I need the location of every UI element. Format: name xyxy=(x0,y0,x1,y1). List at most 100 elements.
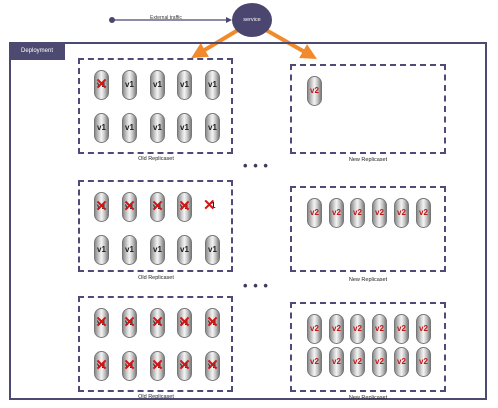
pod: v2 xyxy=(329,314,344,344)
external-traffic-label: External traffic xyxy=(150,15,182,21)
pod: v2 xyxy=(307,347,322,377)
pod-version-label: v2 xyxy=(397,357,406,366)
pod-version-label: v2 xyxy=(419,208,428,217)
pod: v2 xyxy=(307,198,322,228)
pod: v1 xyxy=(150,70,165,100)
pod: v2 xyxy=(416,347,431,377)
pod: v1 xyxy=(122,70,137,100)
pod-version-label: v2 xyxy=(375,357,384,366)
pod-version-label: v1 xyxy=(180,245,189,254)
pod-version-label: v1 xyxy=(97,361,106,370)
terminating-pod: v1✕ xyxy=(177,351,192,381)
pod-version-label: v1 xyxy=(125,202,134,211)
new-replicaset-caption: New Replicaset xyxy=(348,277,388,283)
pod: v1 xyxy=(122,235,137,265)
terminated-mark-icon: ✕ xyxy=(95,76,108,93)
terminated-mark-icon: ✕ xyxy=(151,198,164,215)
pod-version-label: v1 xyxy=(180,123,189,132)
pod-version-label: v2 xyxy=(375,324,384,333)
pod: v2 xyxy=(372,314,387,344)
pod-version-label: v2 xyxy=(332,357,341,366)
pod-version-label: v1 xyxy=(125,361,134,370)
pod: v1 xyxy=(122,113,137,143)
pod-version-label: v2 xyxy=(353,357,362,366)
pod: v2 xyxy=(307,76,322,106)
pod-version-label: v2 xyxy=(332,324,341,333)
pod: v1 xyxy=(94,113,109,143)
pod-version-label: v1 xyxy=(97,245,106,254)
terminating-pod: v1✕ xyxy=(150,308,165,338)
pod-version-label: v1 xyxy=(208,245,217,254)
pod: v2 xyxy=(350,347,365,377)
pod-version-label: 1 xyxy=(211,201,216,210)
pod: v2 xyxy=(394,314,409,344)
terminated-mark-icon: ✕ xyxy=(178,314,191,331)
old-replicaset-box xyxy=(78,58,233,154)
new-replicaset-caption: New Replicaset xyxy=(348,395,388,401)
pod-version-label: v1 xyxy=(97,123,106,132)
pod-version-label: v1 xyxy=(180,318,189,327)
pod-version-label: v1 xyxy=(125,318,134,327)
ellipsis-separator: • • • xyxy=(243,158,269,173)
pod: v1 xyxy=(177,70,192,100)
pod: v1 xyxy=(177,235,192,265)
pod-version-label: v1 xyxy=(153,80,162,89)
pod: v2 xyxy=(372,198,387,228)
pod-version-label: v2 xyxy=(419,357,428,366)
pod-version-label: v2 xyxy=(353,324,362,333)
old-replicaset-caption: Old Replicaset xyxy=(138,394,174,400)
terminating-pod: v1✕ xyxy=(150,351,165,381)
old-replicaset-caption: Old Replicaset xyxy=(138,156,174,162)
terminated-mark-icon: ✕ xyxy=(123,357,136,374)
terminating-pod: v1✕ xyxy=(122,308,137,338)
pod-version-label: v2 xyxy=(310,357,319,366)
pod-version-label: v1 xyxy=(180,202,189,211)
terminated-mark-icon: ✕ xyxy=(178,198,191,215)
new-replicaset-caption: New Replicaset xyxy=(348,157,388,163)
terminated-mark-icon: ✕ xyxy=(206,314,219,331)
pod-version-label: v1 xyxy=(208,318,217,327)
pod-version-label: v1 xyxy=(180,361,189,370)
pod-version-label: v2 xyxy=(310,86,319,95)
terminating-pod: v1✕ xyxy=(150,192,165,222)
new-replicaset-box xyxy=(290,186,446,272)
terminating-pod: v1✕ xyxy=(205,308,220,338)
pod: v2 xyxy=(350,198,365,228)
pod-version-label: v2 xyxy=(310,324,319,333)
removed-pod: 1✕ xyxy=(203,192,220,222)
pod-version-label: v1 xyxy=(180,80,189,89)
pod-version-label: v1 xyxy=(153,123,162,132)
pod: v2 xyxy=(372,347,387,377)
pod: v2 xyxy=(329,198,344,228)
terminated-mark-icon: ✕ xyxy=(95,198,108,215)
pod: v2 xyxy=(416,314,431,344)
old-replicaset-caption: Old Replicaset xyxy=(138,275,174,281)
old-replicaset-box xyxy=(78,180,233,272)
pod: v1 xyxy=(177,113,192,143)
pod-version-label: v1 xyxy=(97,318,106,327)
terminating-pod: v1✕ xyxy=(94,192,109,222)
old-replicaset-box xyxy=(78,296,233,392)
pod-version-label: v2 xyxy=(310,208,319,217)
ellipsis-separator: • • • xyxy=(243,278,269,293)
pod-version-label: v1 xyxy=(153,318,162,327)
deployment-frame xyxy=(9,42,487,400)
pod-version-label: v1 xyxy=(208,123,217,132)
pod: v2 xyxy=(416,198,431,228)
pod: v2 xyxy=(329,347,344,377)
pod-version-label: v1 xyxy=(125,80,134,89)
pod-version-label: v2 xyxy=(332,208,341,217)
pod-version-label: v2 xyxy=(375,208,384,217)
terminated-mark-icon: ✕ xyxy=(178,357,191,374)
pod-version-label: v1 xyxy=(153,202,162,211)
terminated-mark-icon: ✕ xyxy=(206,357,219,374)
pod-version-label: v2 xyxy=(397,324,406,333)
pod-version-label: v1 xyxy=(97,202,106,211)
pod-version-label: v2 xyxy=(353,208,362,217)
terminating-pod: v1✕ xyxy=(122,351,137,381)
pod: v2 xyxy=(307,314,322,344)
pod: v1 xyxy=(150,113,165,143)
terminating-pod: v1✕ xyxy=(177,192,192,222)
terminated-mark-icon: ✕ xyxy=(123,314,136,331)
pod: v2 xyxy=(394,198,409,228)
